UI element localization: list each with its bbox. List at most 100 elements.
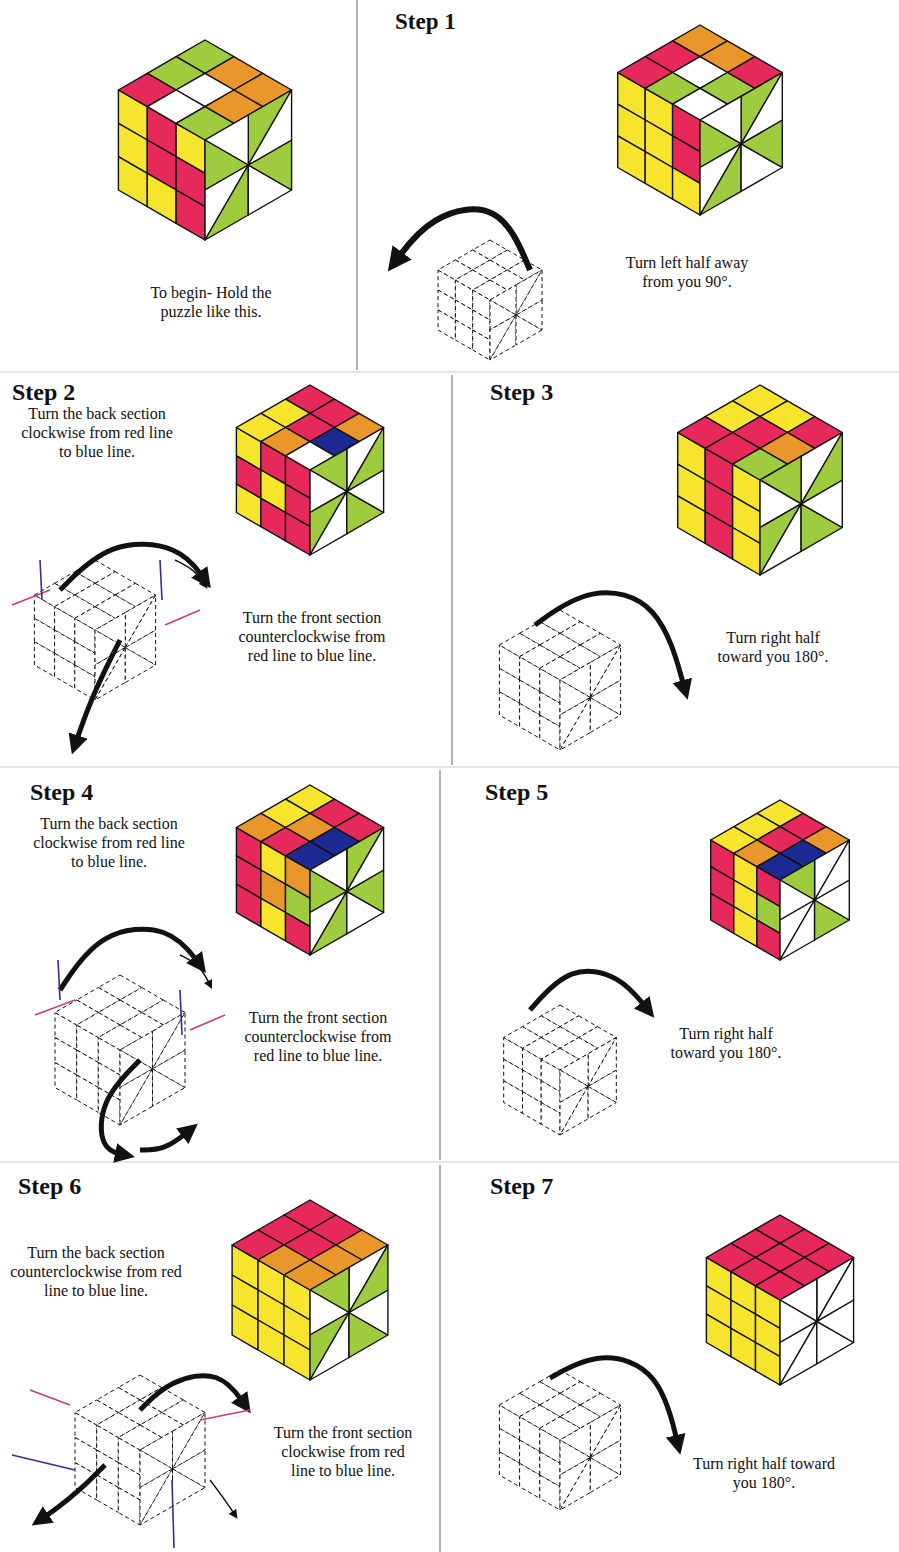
puzzle-facet [760, 504, 801, 575]
puzzle-facet [286, 913, 311, 956]
puzzle-facet [645, 152, 672, 200]
puzzle-facet [560, 1086, 588, 1135]
puzzle-facet [55, 653, 75, 688]
red-line [190, 1015, 225, 1030]
turn-arrow [395, 209, 530, 270]
turn-arrow [140, 1130, 190, 1150]
puzzle-facet [347, 428, 384, 492]
puzzle-facet [97, 1475, 119, 1513]
puzzle-facet [140, 1469, 173, 1525]
puzzle-facet [706, 1314, 731, 1357]
puzzle-facet [153, 1013, 186, 1069]
turn-arrow [210, 1480, 235, 1515]
puzzle-facet [560, 698, 590, 751]
red-line [35, 1000, 75, 1015]
step-heading: Step 3 [490, 378, 610, 407]
puzzle-facet [499, 692, 519, 727]
instruction-text: Turn left half away from you 90°. [622, 253, 752, 291]
puzzle-facet [780, 1321, 817, 1385]
puzzle-facet [118, 157, 147, 207]
puzzle-facet [499, 1452, 519, 1487]
puzzle-facet [490, 315, 516, 360]
puzzle-facet [310, 1313, 349, 1381]
puzzle-facet [618, 136, 646, 184]
puzzle-facet [520, 1463, 540, 1498]
puzzle-facet [700, 144, 741, 215]
puzzle-facet [310, 491, 347, 555]
puzzle-facet [520, 703, 540, 738]
puzzle-facet [310, 491, 347, 555]
puzzle-facet [780, 900, 815, 960]
puzzle-facet [310, 891, 347, 955]
puzzle-drawing [236, 385, 383, 555]
instruction-text: Turn the front section counterclockwise … [232, 608, 392, 666]
red-line [165, 610, 200, 625]
blue-line [58, 960, 60, 1000]
blue-line [160, 560, 162, 600]
instruction-text: Turn the front section counterclockwise … [238, 1008, 398, 1066]
puzzle-facet [34, 642, 54, 677]
puzzle-facet [125, 595, 155, 648]
puzzle-facet [590, 1405, 620, 1458]
puzzle-facet [817, 1258, 854, 1322]
puzzle-facet [541, 1103, 560, 1136]
puzzle-drawing [678, 385, 843, 575]
red-line [30, 1390, 70, 1405]
step-heading: Step 1 [395, 8, 515, 36]
sketch-puzzle [499, 610, 620, 750]
turn-arrow [60, 929, 200, 990]
instruction-text: Turn the back section clockwise from red… [18, 404, 176, 462]
puzzle-facet [560, 698, 590, 751]
puzzle-facet [310, 891, 347, 955]
red-line [200, 1410, 250, 1420]
puzzle-facet [756, 1343, 781, 1386]
puzzle-facet [780, 900, 815, 960]
puzzle-facet [780, 1321, 817, 1385]
puzzle-facet [286, 513, 311, 556]
step-heading: Step 2 [12, 378, 132, 407]
puzzle-facet [757, 920, 780, 960]
puzzle-facet [678, 496, 706, 544]
puzzle-facet [258, 1320, 284, 1365]
puzzle-facet [77, 1075, 99, 1113]
puzzle-facet [248, 90, 291, 165]
puzzle-facet [118, 1488, 140, 1526]
puzzle-facet [540, 715, 560, 750]
puzzle-facet [711, 893, 734, 933]
puzzle-facet [560, 1458, 590, 1511]
puzzle-facet [590, 645, 620, 698]
puzzle-facet [349, 1245, 388, 1313]
puzzle-drawing [118, 40, 291, 240]
turn-arrow [75, 640, 120, 745]
turn-arrow [535, 593, 685, 690]
puzzle-facet [55, 1063, 77, 1101]
puzzle-facet [236, 884, 261, 927]
instruction-text: Turn right half toward you 180°. [665, 1024, 787, 1062]
instruction-text: Turn right half toward you 180°. [684, 1454, 844, 1492]
turn-arrow [60, 544, 205, 590]
turn-arrow [175, 560, 205, 585]
turn-arrow [101, 1060, 140, 1155]
blue-line [172, 1480, 174, 1548]
puzzle-facet [705, 512, 732, 560]
puzzle-facet [205, 165, 248, 240]
puzzle-facet [347, 828, 384, 892]
sketch-puzzle [55, 975, 185, 1125]
puzzle-facet [205, 165, 248, 240]
puzzle-facet [560, 1086, 588, 1135]
turn-arrow [550, 1358, 678, 1445]
puzzle-facet [523, 1092, 542, 1125]
puzzle-facet [261, 898, 286, 941]
instruction-text: Turn the back section counterclockwise f… [8, 1243, 184, 1301]
puzzle-facet [733, 528, 760, 576]
puzzle-facet [731, 1328, 756, 1371]
step-heading: Step 5 [485, 778, 605, 807]
turn-arrow [530, 971, 648, 1010]
puzzle-facet [232, 1305, 258, 1350]
blue-line [180, 990, 182, 1035]
puzzle-facet [310, 1313, 349, 1381]
blue-line [12, 1455, 75, 1470]
puzzle-facet [173, 1413, 206, 1469]
turn-arrow [180, 955, 210, 985]
